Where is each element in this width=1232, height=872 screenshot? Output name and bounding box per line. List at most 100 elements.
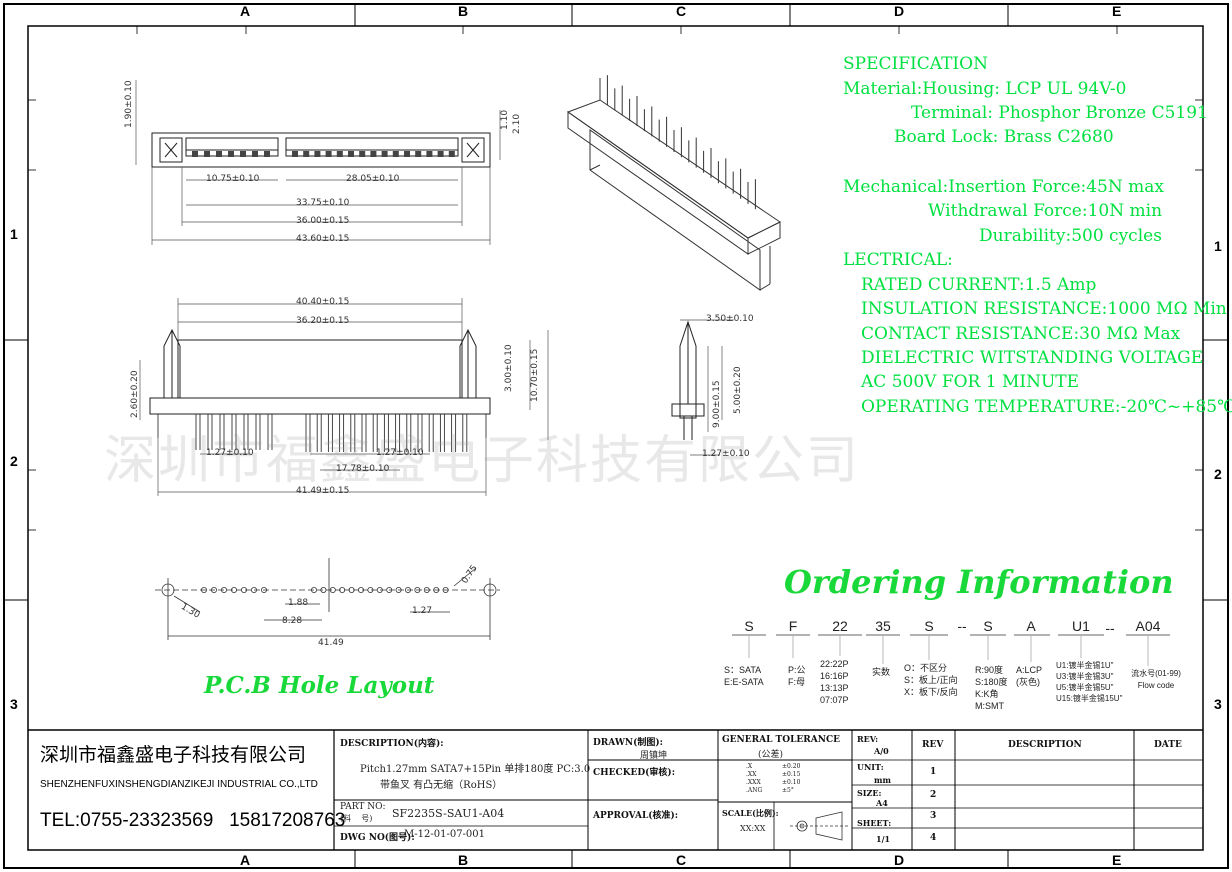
pcb-hole [442,587,449,594]
date-column-header: DATE [1154,740,1182,750]
spec-title: SPECIFICATION [843,54,988,74]
grid-col-e-top: E [1112,3,1122,19]
dim-front-40-40: 40.40±0.15 [296,297,350,307]
top-pin [359,151,366,157]
pcb-layout-drawing [155,558,500,640]
company-name-cn: 深圳市福鑫盛电子科技有限公司 [40,744,307,766]
company-watermark: 深圳市福鑫盛电子科技有限公司 [104,431,861,491]
top-pin [228,151,234,157]
order-desc-s2: O：不区分 S：板上/正向 X：板下/反向 [904,663,958,697]
description-line2: 带鱼叉 有凸无缩（RoHS） [380,780,503,791]
minor-ticks [28,26,1203,531]
dim-side-1-27: 1.27±0.10 [702,449,750,459]
side-view-dim-lines [680,319,734,456]
pcb-holes [200,587,449,594]
pcb-hole [404,587,411,594]
rev-value: A/0 [874,746,889,756]
rev-row-2: 2 [930,790,937,800]
scale-label: SCALE(比例): [722,808,779,818]
dim-pcb-1-88: 1.88 [288,598,309,608]
grid-col-b-top: B [458,3,469,19]
projection-symbol-icon [790,811,848,841]
dim-pcb-41-49: 41.49 [318,638,344,648]
dim-pcb-8-28: 8.28 [282,616,303,626]
rev-column-header: REV [922,740,944,750]
sheet-value: 1/1 [876,834,891,844]
top-pin [448,151,455,157]
spec-line-contact: CONTACT RESISTANCE:30 MΩ Max [861,324,1181,344]
dim-side-5-00: 5.00±0.20 [733,366,743,414]
order-code-35: 35 [875,618,891,634]
drawn-value: 周镇坤 [640,751,668,761]
front-view-drawing [149,328,491,415]
order-desc-s1: S：SATA E:E-SATA [724,665,764,687]
top-pin [216,151,222,157]
top-view-pins [192,151,455,157]
order-code-a: A [1026,618,1036,634]
size-value: A4 [876,798,888,808]
grid-col-b-bottom: B [458,852,469,868]
grid-row-2-left: 2 [10,453,18,469]
grid-col-e-bottom: E [1112,852,1122,868]
grid-col-d-bottom: D [894,852,905,868]
pcb-hole [310,587,317,594]
dim-front-41-49: 41.49±0.15 [296,486,350,496]
pcb-hole [320,587,327,594]
top-pin [314,151,321,157]
order-code-dash2: -- [1105,620,1115,636]
company-name-en: SHENZHENFUXINSHENGDIANZIKEJI INDUSTRIAL … [40,779,318,790]
part-no-value: SF2235S-SAU1-A04 [392,807,505,820]
order-desc-s3: R:90度 S:180度 K:K角 M:SMT [975,665,1008,711]
dim-top-33-75: 33.75±0.10 [296,198,350,208]
front-view-pins [157,414,487,452]
top-pin [381,151,388,157]
dim-front-pitch-left: 1.27±0.10 [206,448,254,458]
top-pin [252,151,258,157]
pcb-hole [357,587,364,594]
spec-line-ac500: AC 500V FOR 1 MINUTE [861,372,1080,392]
grid-ticks [4,4,1228,868]
dim-top-2-10: 2.10 [512,113,522,134]
order-code-dash1: -- [957,618,967,634]
grid-col-c-bottom: C [676,852,687,868]
grid-col-a-top: A [240,3,251,19]
grid-col-a-bottom: A [240,852,251,868]
pcb-hole [423,587,430,594]
dwg-no-value: M-12-01-07-001 [404,829,486,840]
dim-side-3-50: 3.50±0.10 [706,314,754,324]
top-pin [292,151,298,157]
grid-col-c-top: C [676,3,687,19]
dim-front-pitch-right: 1.27±0.10 [376,448,424,458]
dim-front-3-00: 3.00±0.10 [504,344,514,392]
dim-top-10-75: 10.75±0.10 [206,174,260,184]
top-view-drawing [151,132,491,168]
sheet-label: SHEET: [857,818,892,828]
front-view-dim-lines [139,298,549,496]
rev-label: REV: [857,734,879,744]
top-pin [325,151,332,157]
grid-row-1-right: 1 [1214,238,1222,254]
pcb-hole [367,587,374,594]
order-code-a04: A04 [1135,618,1161,634]
iso-view-pins [599,75,756,210]
tolerance-table: .X±0.20 .XX±0.15 .XXX±0.10 .ANG±5° [746,763,801,794]
top-pin [240,151,246,157]
dim-top-1-90: 1.90±0.10 [124,80,134,128]
order-code-s2: S [924,618,934,634]
grid-col-d-top: D [894,3,905,19]
rev-row-1: 1 [930,767,937,777]
ordering-info-title: Ordering Information [784,563,1174,601]
title-block-lines [28,729,1203,850]
side-view-drawing [671,320,705,440]
part-no-label: PART NO: [340,802,386,812]
ordering-leader-lines [748,636,1149,666]
top-pin [204,151,210,157]
order-code-22: 22 [832,618,848,634]
scale-value: XX:XX [740,824,766,833]
order-desc-f: P:公 F:母 [788,665,806,687]
rev-row-4: 4 [930,833,937,843]
unit-label: UNIT: [857,762,884,772]
spec-line-electrical: LECTRICAL: [843,250,953,270]
spec-line-insulation: INSULATION RESISTANCE:1000 MΩ Min [861,299,1227,319]
